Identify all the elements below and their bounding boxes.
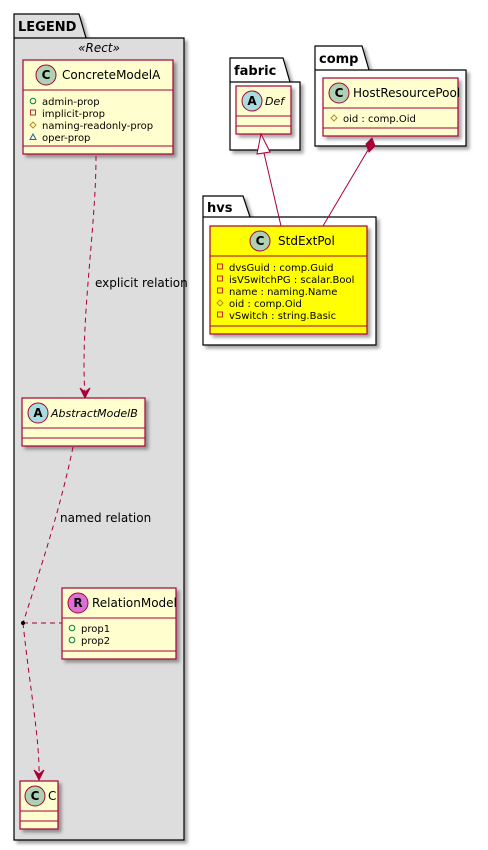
attr-row: isVSwitchPG : scalar.Bool: [217, 275, 354, 286]
class-std-ext-pol[interactable]: C StdExtPol dvsGuid : comp.Guid isVSwitc…: [209, 225, 368, 335]
package-private-icon: [29, 132, 37, 140]
class-name: RelationModel: [92, 596, 177, 610]
class-def[interactable]: A Def: [235, 85, 292, 135]
attribute-text: oper-prop: [42, 133, 90, 144]
class-type-icon: [67, 592, 89, 614]
association-point: [21, 621, 25, 625]
class-type-letter: R: [73, 596, 82, 610]
class-type-icon: [27, 402, 49, 424]
class-type-letter: A: [33, 406, 43, 420]
attr-row: name : naming.Name: [217, 287, 337, 298]
package-legend-stereotype: «Rect»: [78, 41, 120, 55]
attr-row: vSwitch : string.Basic: [217, 311, 336, 322]
edge-named-relation: named relation: [21, 446, 151, 782]
protected-icon: [29, 121, 37, 129]
class-type-letter: C: [31, 789, 40, 803]
attr-row: prop1: [68, 624, 110, 635]
edge-label: named relation: [60, 511, 151, 525]
class-concrete-model-a[interactable]: C ConcreteModelA admin-prop implicit-pro…: [22, 59, 174, 155]
class-type-icon: [328, 82, 350, 104]
attr-row: oid : comp.Oid: [216, 299, 302, 310]
attribute-text: prop1: [81, 624, 110, 635]
attribute-text: admin-prop: [42, 97, 100, 108]
public-icon: [68, 636, 76, 644]
package-fabric-title: fabric: [234, 64, 276, 79]
attribute-text: implicit-prop: [42, 109, 105, 120]
package-legend-title: LEGEND: [18, 20, 77, 35]
attribute-text: name : naming.Name: [229, 287, 337, 298]
private-icon: [217, 287, 223, 294]
class-name: C: [48, 789, 56, 803]
attr-row: naming-readonly-prop: [29, 121, 153, 132]
attr-row: oper-prop: [29, 132, 90, 144]
class-abstract-model-b[interactable]: A AbstractModelB: [21, 397, 146, 447]
class-type-icon: [241, 90, 263, 112]
class-type-letter: C: [256, 234, 265, 248]
protected-icon: [216, 299, 224, 307]
public-icon: [68, 624, 76, 632]
attribute-text: prop2: [81, 636, 110, 647]
protected-icon: [330, 114, 338, 122]
class-name: AbstractModelB: [50, 407, 138, 420]
generalization-arrowhead: [256, 132, 271, 155]
edge-composition-host-resource-pool: [322, 137, 376, 227]
attribute-text: oid : comp.Oid: [229, 299, 302, 310]
private-icon: [30, 109, 36, 116]
attribute-text: naming-readonly-prop: [42, 121, 153, 132]
class-name: HostResourcePool: [353, 86, 460, 100]
class-name: Def: [265, 95, 286, 108]
private-icon: [217, 275, 223, 282]
attribute-text: vSwitch : string.Basic: [229, 311, 336, 322]
attribute-text: dvsGuid : comp.Guid: [229, 263, 334, 274]
composition-diamond: [365, 137, 376, 153]
private-icon: [217, 263, 223, 270]
attribute-text: oid : comp.Oid: [343, 114, 416, 125]
class-type-icon: [35, 64, 57, 86]
attr-row: admin-prop: [29, 97, 100, 108]
package-comp-title: comp: [319, 52, 359, 67]
attr-row: oid : comp.Oid: [330, 114, 416, 125]
private-icon: [217, 311, 223, 318]
class-relation-model[interactable]: R RelationModel prop1 prop2: [61, 587, 177, 660]
edge-inheritance-def: [256, 132, 282, 227]
attr-row: prop2: [68, 636, 110, 647]
class-name: StdExtPol: [278, 234, 335, 248]
package-hvs-title: hvs: [207, 201, 233, 216]
public-icon: [29, 97, 37, 105]
attr-row: implicit-prop: [30, 109, 105, 120]
class-type-icon: [249, 230, 271, 252]
class-name: ConcreteModelA: [62, 68, 161, 82]
class-host-resource-pool[interactable]: C HostResourcePool oid : comp.Oid: [322, 77, 460, 137]
class-type-letter: C: [335, 86, 344, 100]
class-c[interactable]: C C: [19, 780, 59, 830]
class-type-letter: C: [42, 68, 51, 82]
class-type-icon: [24, 785, 46, 807]
attribute-text: isVSwitchPG : scalar.Bool: [229, 275, 354, 286]
class-type-letter: A: [247, 94, 257, 108]
attr-row: dvsGuid : comp.Guid: [217, 263, 334, 274]
edge-label: explicit relation: [95, 276, 188, 290]
edge-explicit-relation: explicit relation: [79, 155, 188, 400]
